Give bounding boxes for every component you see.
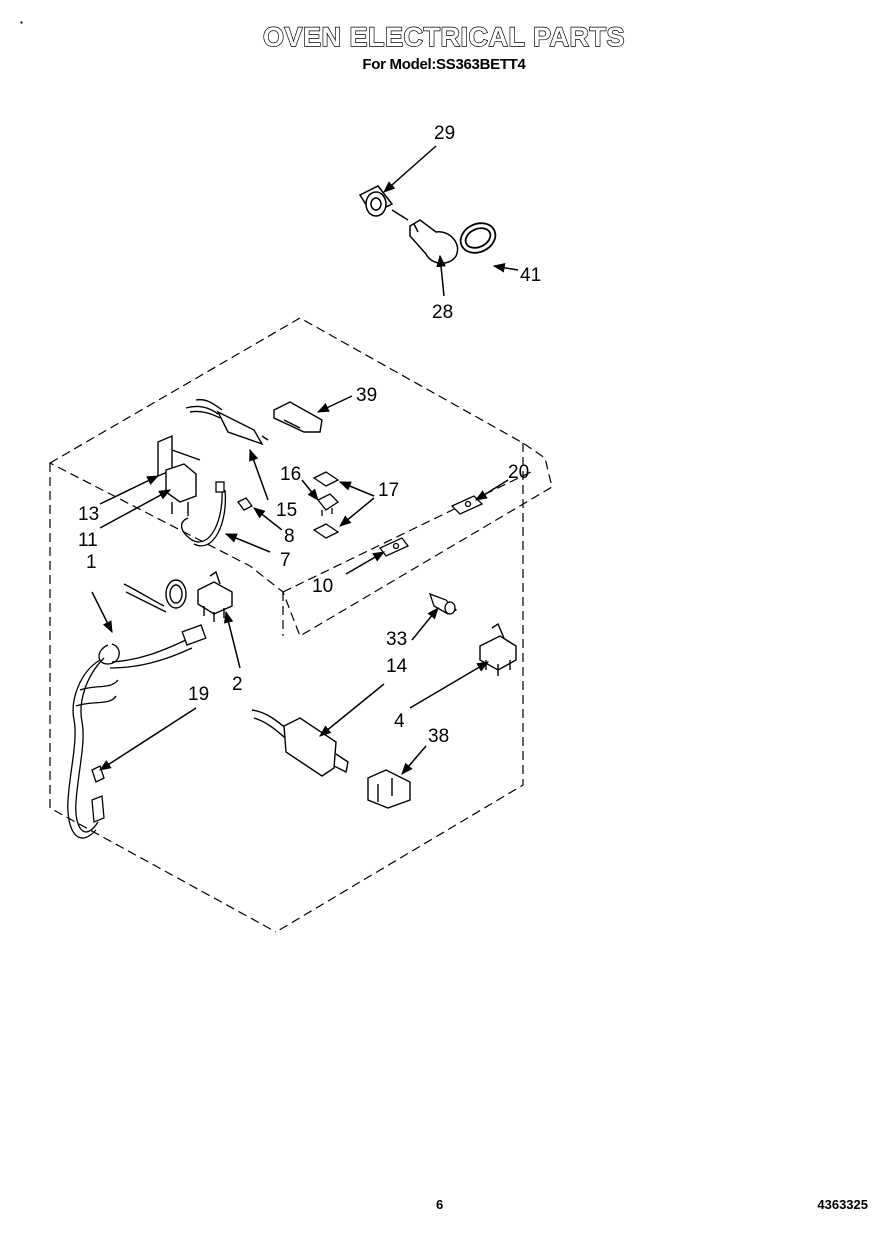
part-17-insulators bbox=[312, 471, 340, 539]
callout-17: 17 bbox=[378, 480, 399, 501]
callout-41: 41 bbox=[520, 265, 541, 286]
part-10-terminal bbox=[378, 537, 410, 557]
callout-7: 7 bbox=[280, 550, 291, 571]
part-38-mounting-bracket bbox=[367, 769, 411, 809]
page-number: 6 bbox=[436, 1197, 444, 1212]
part-4-selector-switch bbox=[479, 622, 517, 676]
part-39-bracket bbox=[273, 401, 323, 433]
callout-15: 15 bbox=[276, 500, 297, 521]
page-title: OVEN ELECTRICAL PARTS bbox=[262, 21, 626, 52]
callout-13: 13 bbox=[78, 504, 99, 525]
part-1-power-cord bbox=[67, 624, 207, 839]
callout-4: 4 bbox=[394, 711, 405, 732]
part-20-terminal-block bbox=[450, 495, 484, 515]
callout-11: 11 bbox=[78, 530, 98, 551]
part-13-relay-bracket bbox=[157, 434, 201, 478]
callout-1: 1 bbox=[86, 552, 97, 573]
callout-14: 14 bbox=[386, 656, 408, 677]
callout-2: 2 bbox=[232, 674, 243, 695]
part-16-thermal-fuse bbox=[316, 493, 340, 516]
callout-33: 33 bbox=[386, 629, 407, 650]
part-11-relay bbox=[165, 463, 197, 516]
part-15-temperature-sensor bbox=[185, 398, 269, 446]
callout-20: 20 bbox=[508, 462, 529, 483]
callout-28: 28 bbox=[432, 302, 453, 323]
part-14-sensor-probe bbox=[251, 709, 349, 777]
corner-mark: ▪ bbox=[20, 18, 23, 27]
part-28-oven-bulb bbox=[409, 219, 459, 264]
callout-16: 16 bbox=[280, 464, 301, 485]
callout-39: 39 bbox=[356, 385, 377, 406]
document-code: 4363325 bbox=[817, 1197, 868, 1212]
part-29-lamp-socket bbox=[358, 185, 409, 221]
leader-lines bbox=[91, 145, 519, 775]
callout-38: 38 bbox=[428, 726, 449, 747]
callout-8: 8 bbox=[284, 526, 295, 547]
part-2-infinite-switch bbox=[123, 570, 233, 622]
part-7-wire-harness bbox=[181, 481, 227, 547]
part-41-light-lens bbox=[459, 222, 497, 254]
callout-10: 10 bbox=[312, 576, 333, 597]
part-8-connector bbox=[237, 497, 253, 511]
cabinet-outline bbox=[48, 317, 553, 933]
callout-19: 19 bbox=[188, 684, 209, 705]
callout-29: 29 bbox=[434, 123, 455, 144]
part-33-sensor bbox=[428, 592, 458, 615]
model-subtitle: For Model:SS363BETT4 bbox=[362, 56, 526, 73]
